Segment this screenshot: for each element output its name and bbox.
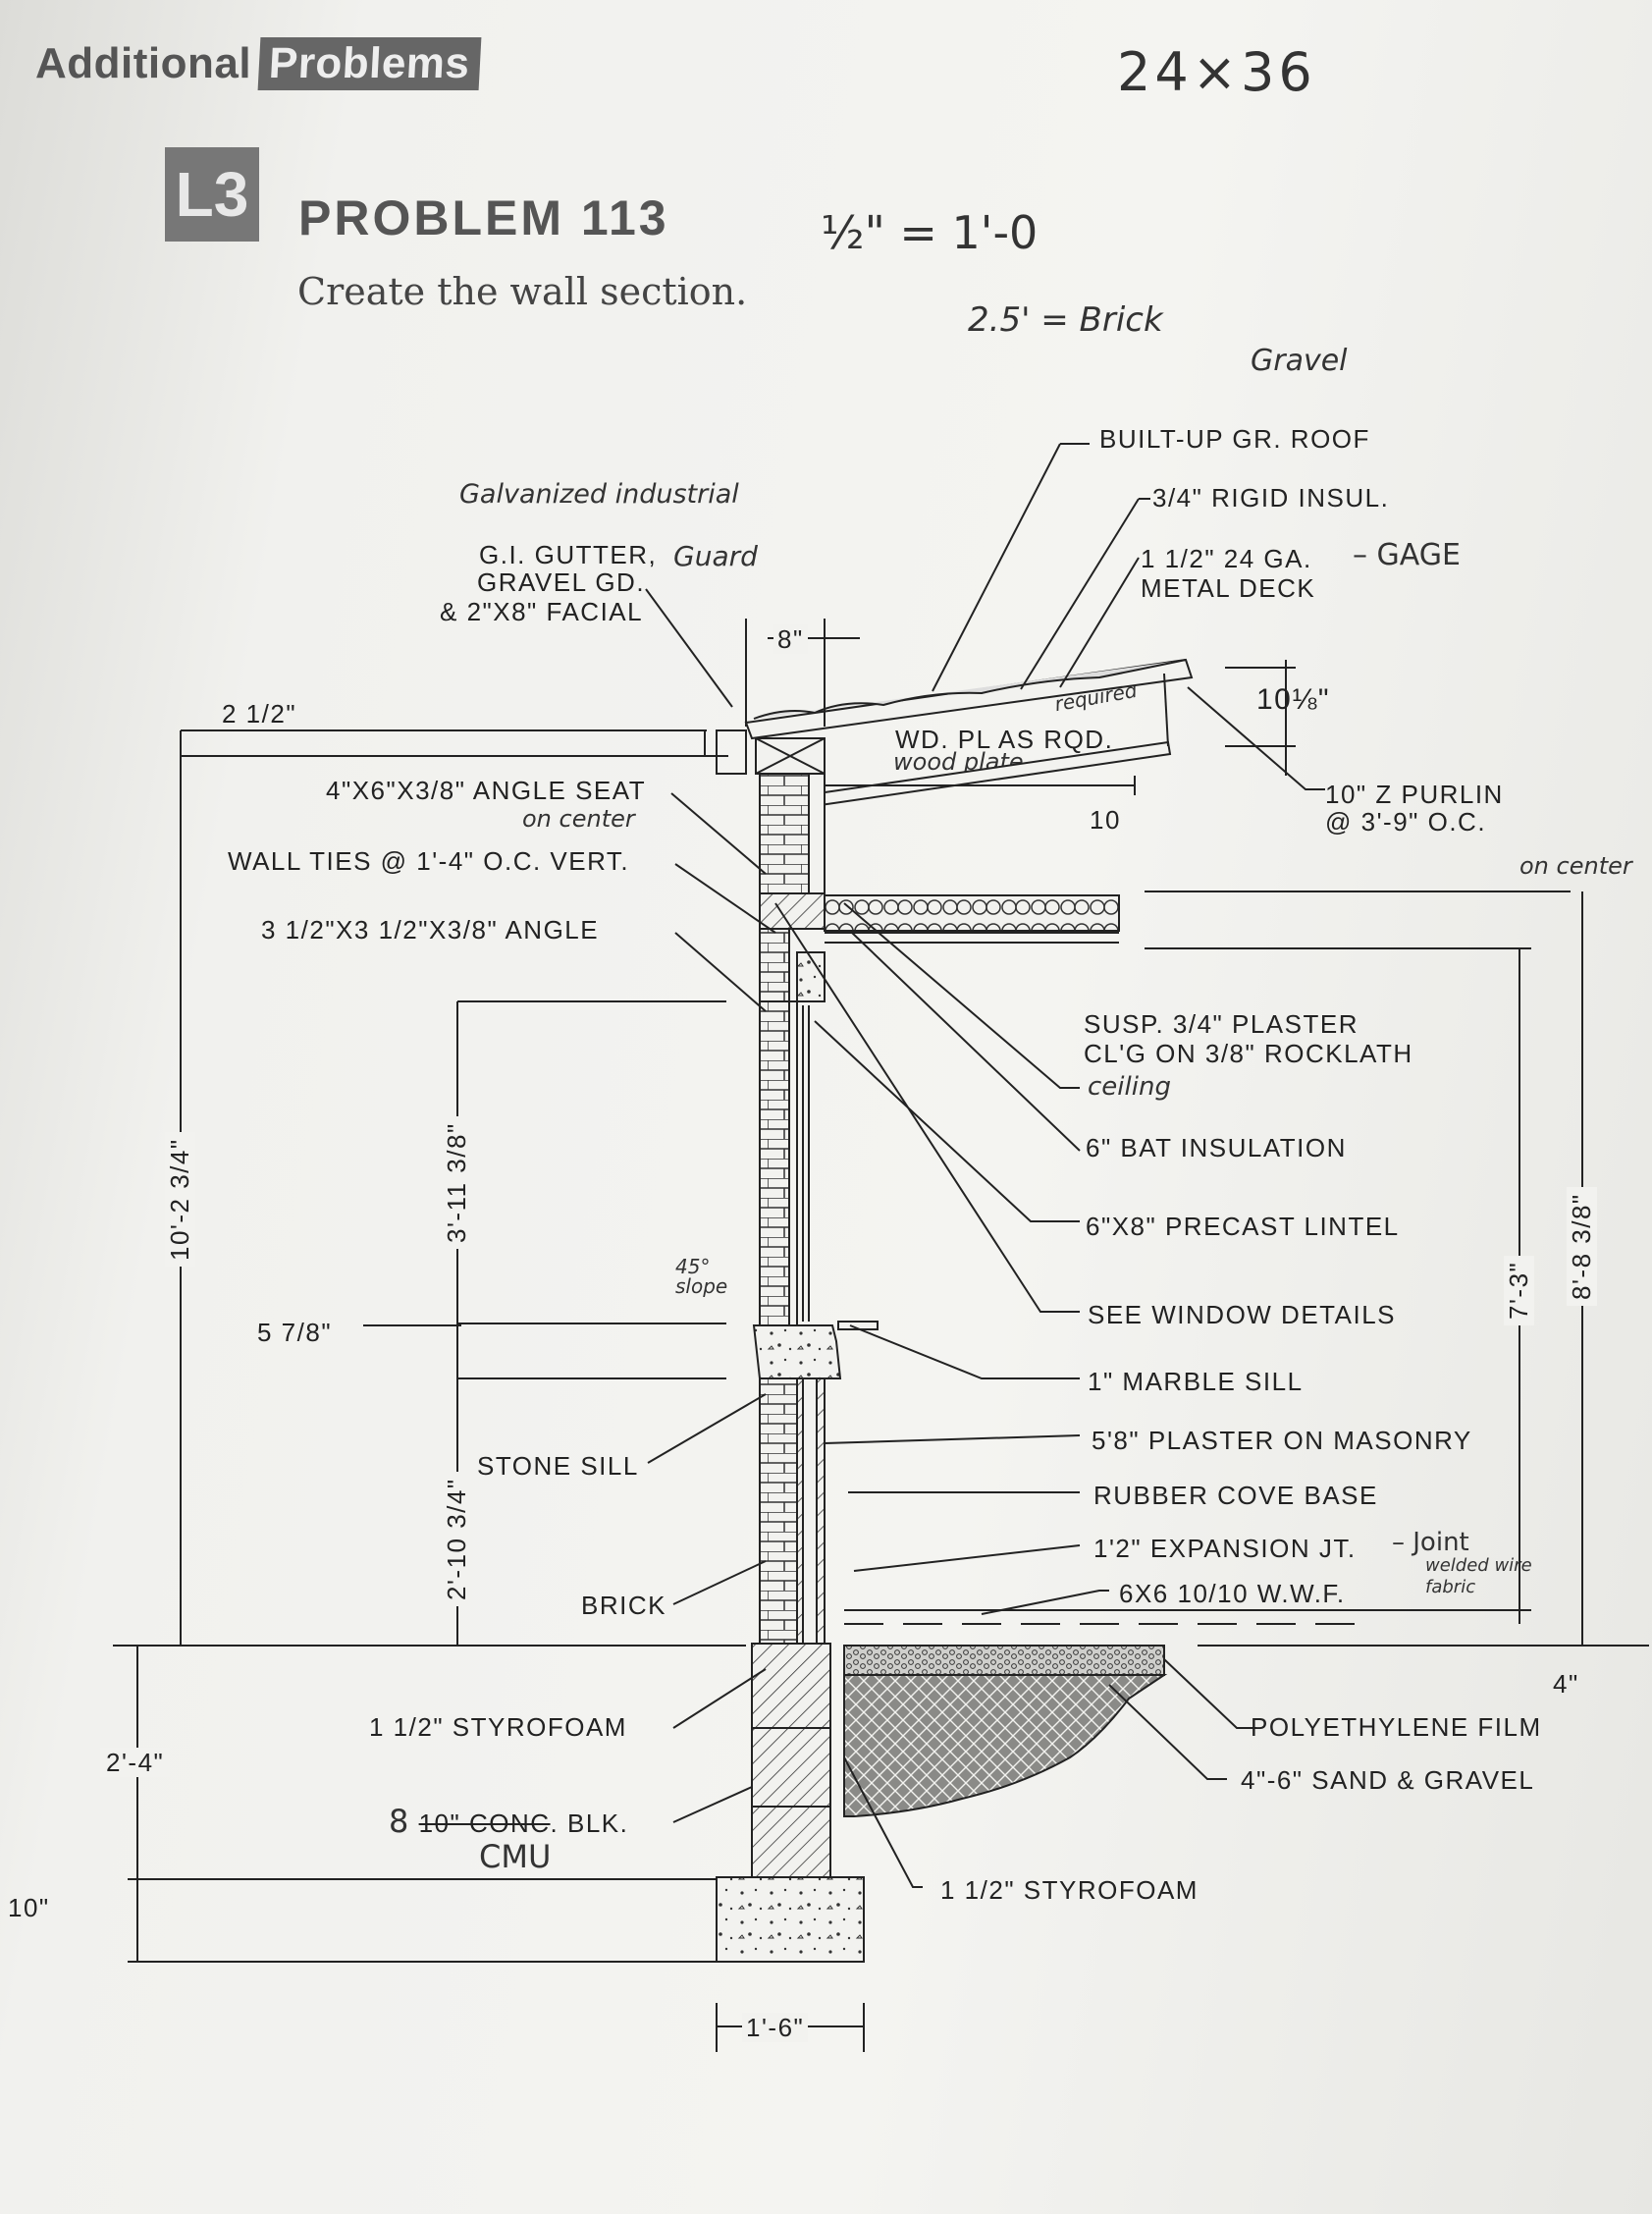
label-brick: BRICK bbox=[581, 1591, 666, 1620]
label-window-details: SEE WINDOW DETAILS bbox=[1088, 1300, 1396, 1329]
dim-3-11-3-8: 3'-11 3/8" bbox=[442, 1116, 472, 1249]
note-brick: 2.5' = Brick bbox=[968, 300, 1163, 340]
dim-2-4: 2'-4" bbox=[100, 1748, 171, 1777]
problem-instruction: Create the wall section. bbox=[297, 270, 748, 313]
label-styrofoam-right: 1 1/2" STYROFOAM bbox=[940, 1875, 1199, 1905]
note-ceiling: ceiling bbox=[1088, 1072, 1171, 1102]
label-gutter-1: G.I. GUTTER, bbox=[479, 540, 658, 569]
label-expansion-joint: 1'2" EXPANSION JT. bbox=[1093, 1534, 1357, 1563]
label-dim-10: 10 bbox=[1090, 805, 1121, 835]
dim-10-2-3-4: 10'-2 3/4" bbox=[165, 1132, 195, 1267]
note-gravel: Gravel bbox=[1251, 344, 1348, 378]
dim-2-1-2: 2 1/2" bbox=[222, 699, 297, 729]
dim-7-3: 7'-3" bbox=[1504, 1255, 1534, 1325]
label-sand-gravel: 4"-6" SAND & GRAVEL bbox=[1241, 1765, 1535, 1795]
dim-8in: 8" bbox=[773, 624, 808, 654]
dim-8-8-3-8: 8'-8 3/8" bbox=[1567, 1187, 1597, 1306]
note-gage: – GAGE bbox=[1353, 538, 1461, 572]
note-joint: – Joint bbox=[1392, 1528, 1469, 1557]
note-scale: ½" = 1'-0 bbox=[821, 206, 1039, 259]
note-galvanized: Galvanized industrial bbox=[459, 479, 739, 510]
label-angle-seat: 4"X6"X3/8" ANGLE SEAT bbox=[326, 776, 647, 805]
label-conc-struck: 10" CONC bbox=[418, 1809, 551, 1838]
label-built-up-roof: BUILT-UP GR. ROOF bbox=[1099, 424, 1370, 454]
label-marble-sill: 1" MARBLE SILL bbox=[1088, 1367, 1304, 1396]
label-wall-ties: WALL TIES @ 1'-4" O.C. VERT. bbox=[228, 846, 630, 876]
note-on-center-purlin: on center bbox=[1519, 852, 1632, 880]
label-wood-plate: WD. PL AS RQD. bbox=[895, 725, 1114, 754]
label-plaster-ceiling-1: SUSP. 3/4" PLASTER bbox=[1084, 1009, 1359, 1039]
dim-2-10-3-4: 2'-10 3/4" bbox=[442, 1472, 472, 1606]
note-sheet-size: 24×36 bbox=[1117, 41, 1316, 103]
label-bat-insulation: 6" BAT INSULATION bbox=[1086, 1133, 1347, 1162]
label-z-purlin-2: @ 3'-9" O.C. bbox=[1325, 807, 1487, 837]
label-conc-block: 8 10" CONC. BLK. bbox=[389, 1806, 629, 1838]
dim-1-6: 1'-6" bbox=[742, 2013, 809, 2042]
label-plaster-ceiling-2: CL'G ON 3/8" ROCKLATH bbox=[1084, 1039, 1413, 1068]
dim-5-7-8: 5 7/8" bbox=[257, 1318, 333, 1347]
label-rigid-insulation: 3/4" RIGID INSUL. bbox=[1152, 483, 1390, 513]
label-stone-sill: STONE SILL bbox=[477, 1451, 639, 1481]
label-cove-base: RUBBER COVE BASE bbox=[1093, 1481, 1378, 1510]
note-eight: 8 bbox=[389, 1803, 410, 1840]
label-wwf: 6X6 10/10 W.W.F. bbox=[1119, 1579, 1346, 1608]
label-metal-deck-2: METAL DECK bbox=[1141, 573, 1316, 603]
note-on-center-angle: on center bbox=[522, 805, 635, 833]
header-word-additional: Additional bbox=[35, 39, 252, 87]
label-dim-10-1-8: 10⅛" bbox=[1256, 683, 1331, 716]
label-gutter-3: & 2"X8" FACIAL bbox=[440, 597, 644, 626]
note-slope: 45° slope bbox=[675, 1255, 728, 1298]
label-metal-deck-1: 1 1/2" 24 GA. bbox=[1141, 544, 1312, 573]
label-angle: 3 1/2"X3 1/2"X3/8" ANGLE bbox=[261, 915, 600, 945]
label-gutter-2: GRAVEL GD. bbox=[477, 567, 646, 597]
dim-10in: 10" bbox=[8, 1893, 50, 1922]
label-z-purlin-1: 10" Z PURLIN bbox=[1325, 780, 1504, 809]
label-blk: . BLK. bbox=[550, 1809, 629, 1838]
label-polyethylene-film: POLYETHYLENE FILM bbox=[1251, 1712, 1542, 1742]
label-styrofoam-left: 1 1/2" STYROFOAM bbox=[369, 1712, 627, 1742]
note-guard: Guard bbox=[673, 540, 758, 572]
label-precast-lintel: 6"X8" PRECAST LINTEL bbox=[1086, 1212, 1400, 1241]
note-cmu: CMU bbox=[479, 1838, 552, 1875]
level-badge: L3 bbox=[165, 147, 259, 242]
note-welded-wire: welded wire fabric bbox=[1425, 1555, 1532, 1597]
problem-title: PROBLEM 113 bbox=[298, 190, 669, 245]
dim-4in: 4" bbox=[1553, 1669, 1579, 1699]
label-plaster-masonry: 5'8" PLASTER ON MASONRY bbox=[1092, 1426, 1472, 1455]
